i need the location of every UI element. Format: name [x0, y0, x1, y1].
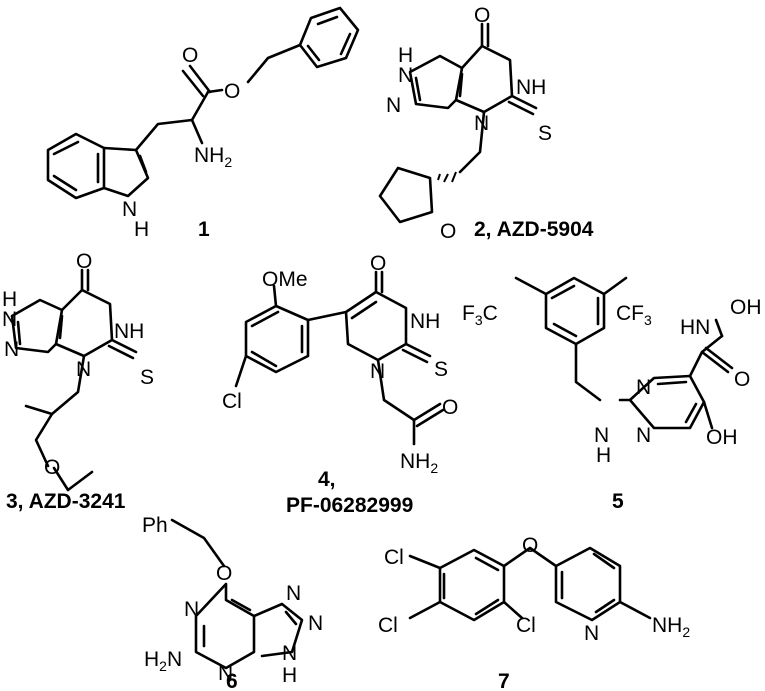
compound-7-cl-top: Cl: [384, 546, 404, 569]
compound-5-nh-h: H: [596, 444, 611, 467]
compound-3-hn: N: [2, 308, 17, 331]
compound-2-n9: N: [474, 112, 489, 135]
compound-5-n3: N: [636, 424, 651, 447]
compound-4-oxygen: O: [370, 252, 386, 275]
compound-7-ether-oxygen: O: [522, 534, 538, 557]
compound-3-n-imidazole: N: [4, 338, 19, 361]
amine-group: NH2: [194, 144, 232, 170]
compound-4-nh: NH: [410, 310, 440, 333]
indole-nh: N: [122, 198, 137, 221]
compound-5-oh: OH: [706, 426, 738, 449]
compound-6-nh: N: [282, 642, 297, 665]
compound-5-hn: HN: [680, 316, 710, 339]
compound-6-label: 6: [226, 670, 238, 691]
compound-3-n9: N: [76, 358, 91, 381]
compound-4-n1: N: [370, 360, 385, 383]
compound-6-n-triazole-top: N: [286, 582, 301, 605]
compound-4: OMe O NH S N O NH2 Cl 4, PF-06282999: [222, 252, 458, 517]
compound-6-oxygen: O: [216, 562, 232, 585]
compound-2-thf-oxygen: O: [440, 220, 456, 243]
compound-2-label: 2, AZD-5904: [474, 218, 594, 241]
compound-4-chlorine: Cl: [222, 390, 242, 413]
compound-6-n-bottom: N: [218, 662, 233, 685]
compound-2: O NH S N N H N O 2, AZD-5904: [378, 4, 594, 243]
compound-1: O O NH2 N H 1: [46, 6, 360, 241]
compound-2-nh: NH: [516, 76, 546, 99]
compound-7: Cl Cl Cl O N NH2 7: [378, 534, 690, 691]
compound-5-cf3: CF3: [616, 302, 652, 328]
compound-3-nh: NH: [114, 320, 144, 343]
compound-5-f3c: F3C: [462, 302, 498, 328]
compound-7-nh2: NH2: [652, 614, 690, 640]
compound-7-pyridine-n: N: [584, 622, 599, 645]
compound-6-n-triazole-right: N: [308, 612, 323, 635]
compound-6-nh-h: H: [282, 664, 297, 687]
compound-5-carbonyl-oxygen: O: [734, 368, 750, 391]
compound-4-label-line2: PF-06282999: [286, 494, 413, 517]
compound-5-label: 5: [612, 490, 624, 513]
carbonyl-oxygen: O: [182, 44, 198, 67]
compound-7-cl-bottom-left: Cl: [378, 614, 398, 637]
compound-2-hn: H: [398, 44, 413, 67]
compound-6-h2n: H2N: [144, 648, 182, 674]
compound-3: O NH S N N H N O 3, AZD-3241: [2, 250, 154, 513]
compound-4-amide-oxygen: O: [442, 396, 458, 419]
compound-7-cl-bottom-right: Cl: [516, 614, 536, 637]
compound-4-amide-nh2: NH2: [400, 450, 438, 476]
compound-4-label-line1: 4,: [318, 468, 336, 491]
compound-2-n-imidazole: N: [386, 94, 401, 117]
compound-3-h: H: [2, 288, 17, 311]
compound-4-sulfur: S: [434, 358, 448, 381]
compound-6-ph: Ph: [142, 514, 168, 537]
compound-1-label: 1: [198, 218, 210, 241]
compound-5: F3C CF3 HN OH O N N OH N H 5: [462, 276, 762, 513]
compound-3-sulfur: S: [140, 366, 154, 389]
compound-3-oxygen: O: [76, 250, 92, 273]
compound-4-methoxy: OMe: [262, 268, 308, 291]
compound-7-label: 7: [498, 670, 510, 691]
ester-oxygen: O: [224, 80, 240, 103]
compound-2-oxygen: O: [474, 4, 490, 27]
compound-5-n1: N: [636, 376, 651, 399]
compound-5-nh: N: [594, 424, 609, 447]
compound-3-ether-oxygen: O: [44, 456, 60, 479]
compound-3-label: 3, AZD-3241: [6, 490, 126, 513]
indole-h: H: [134, 218, 149, 241]
compound-6: Ph O N N N N N H H2N 6: [142, 514, 323, 691]
compound-2-sulfur: S: [538, 122, 552, 145]
compound-6-n-left: N: [184, 598, 199, 621]
compound-2-hn-n: N: [398, 64, 413, 87]
compound-5-hydroxamic-oh: OH: [730, 296, 762, 319]
